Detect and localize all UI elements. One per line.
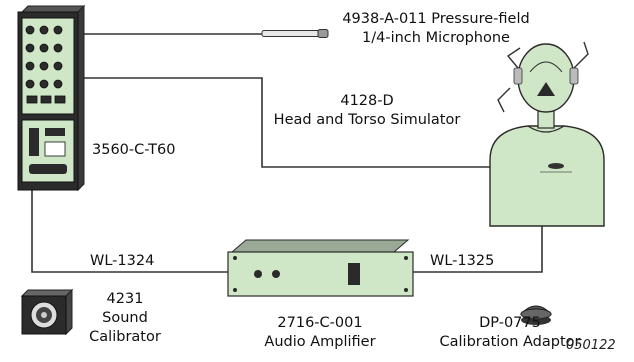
microphone-label: 4938-A-011 Pressure-field 1/4-inch Micro… (342, 11, 530, 46)
wl-1325-cable (413, 226, 543, 273)
amplifier-label: 2716-C-001 Audio Amplifier (264, 315, 376, 350)
wl-1324-cable (31, 190, 228, 273)
calibrator-label: 4231 Sound Calibrator (89, 291, 161, 345)
hats-icon (489, 41, 605, 227)
figure-id: 050122 (566, 338, 616, 353)
frontend-label: 3560-C-T60 (92, 142, 176, 158)
calibrator-icon (20, 288, 74, 336)
adaptor-icon (519, 305, 553, 325)
frontend-3560-icon (17, 4, 86, 192)
hats-label: 4128-D Head and Torso Simulator (273, 93, 461, 128)
microphone-icon (261, 29, 329, 38)
adaptor-label: DP-0775 Calibration Adaptor (439, 315, 581, 350)
cable-wl-1324-label: WL-1324 (90, 253, 155, 269)
connections (31, 33, 543, 273)
amplifier-icon (227, 239, 414, 297)
hats-cable (82, 77, 490, 168)
cable-wl-1325-label: WL-1325 (430, 253, 495, 269)
